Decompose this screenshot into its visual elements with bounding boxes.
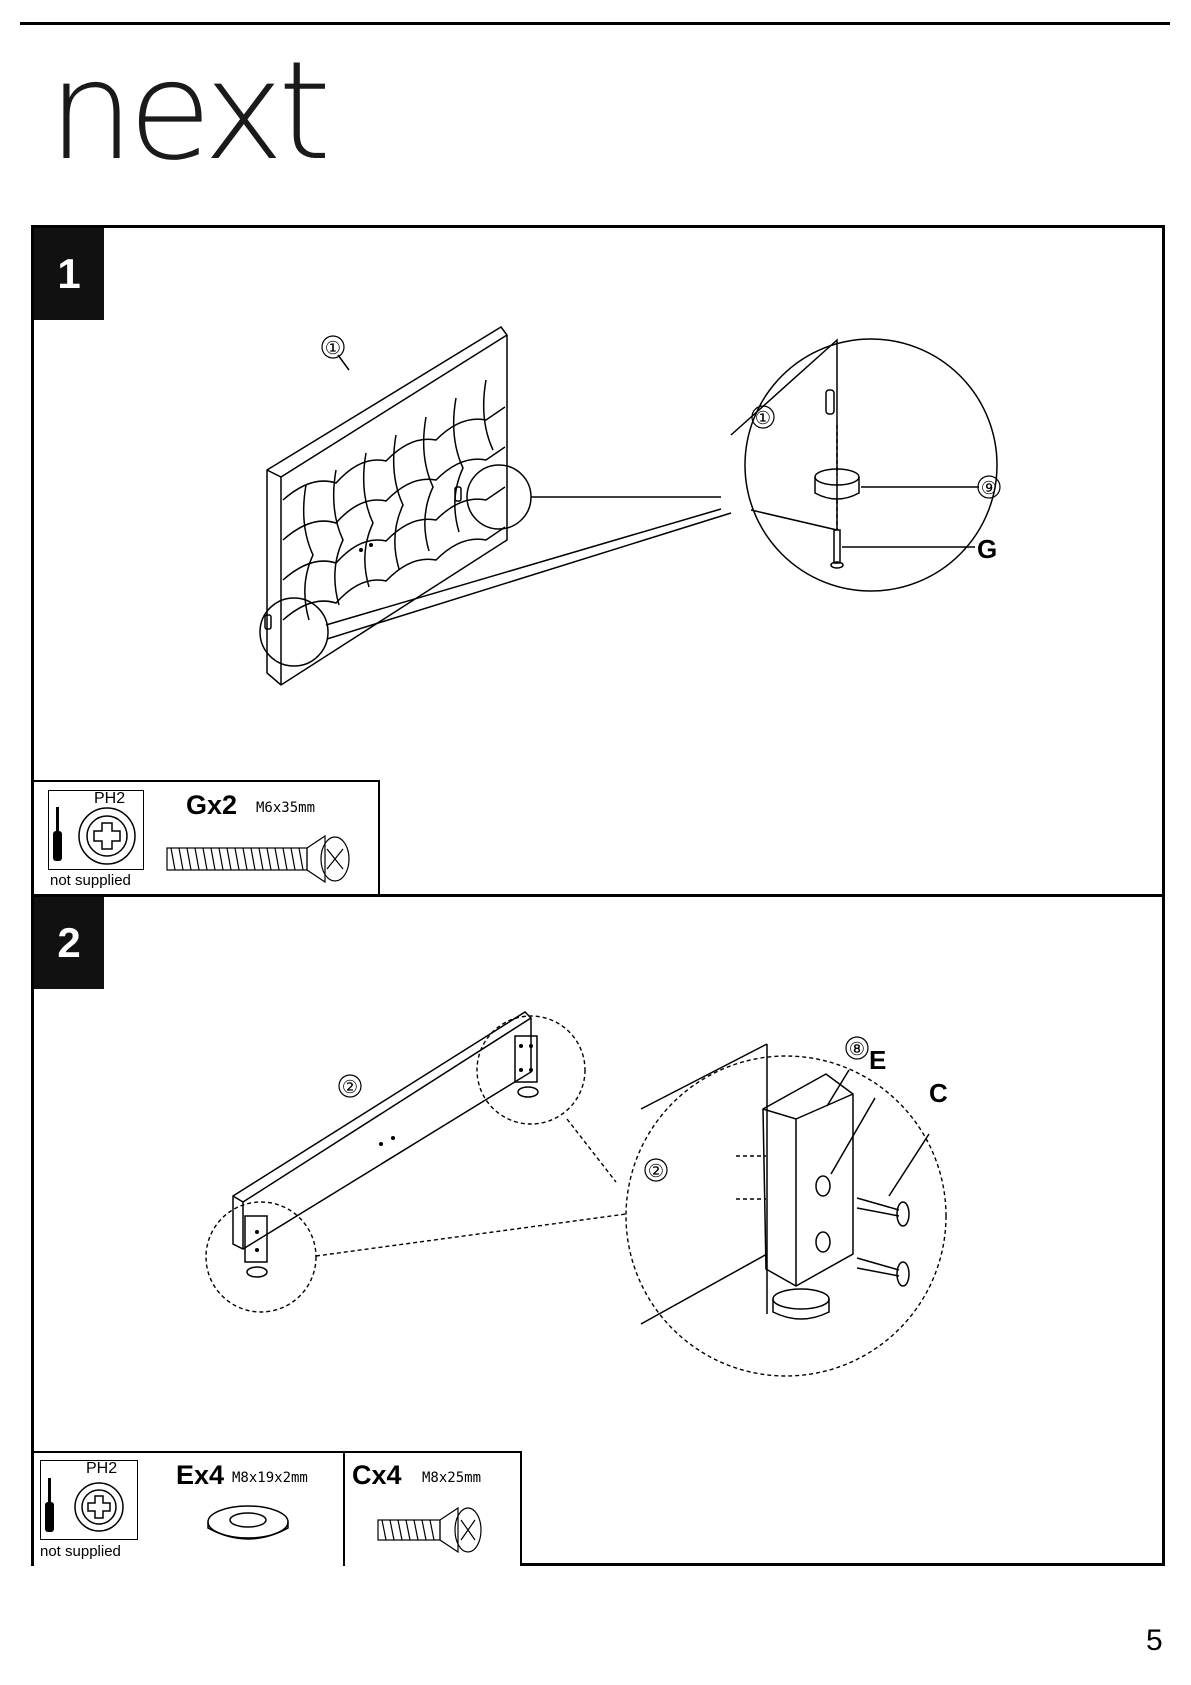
- callout-bracket: ⑧: [849, 1039, 865, 1059]
- step-2-part-c-spec: M8x25mm: [422, 1470, 481, 1486]
- bolt-g-icon: [165, 834, 351, 886]
- callout-headboard: ①: [325, 338, 341, 358]
- step-2-parts-divider: [343, 1451, 345, 1566]
- step-2-part-c-qty: Cx4: [352, 1460, 402, 1491]
- callout-headboard-detail: ①: [755, 408, 771, 428]
- bracket-icon: [763, 1074, 853, 1286]
- detail-circle-right: [467, 465, 531, 529]
- detail-circle-left: [260, 598, 328, 666]
- brand-logo: next: [48, 44, 308, 174]
- callout-rail-detail: ②: [648, 1161, 664, 1181]
- step-2-part-e-spec: M8x19x2mm: [232, 1470, 308, 1486]
- bolt-c-icon: [376, 1506, 486, 1556]
- callout-screw-g: G: [977, 534, 997, 564]
- brand-logo-text: next: [48, 44, 308, 180]
- detail-circle-large: [745, 339, 997, 591]
- callout-foot-pad: ⑨: [981, 478, 997, 498]
- step-1-part-g-spec: M6x35mm: [256, 800, 315, 816]
- callout-bolt-c: C: [929, 1078, 948, 1108]
- callout-rail: ②: [342, 1077, 358, 1097]
- washer-e-icon: [200, 1500, 296, 1550]
- step-2-part-e-qty: Ex4: [176, 1460, 224, 1491]
- page-number: 5: [1146, 1624, 1163, 1658]
- step-2-tool-note: not supplied: [40, 1543, 121, 1560]
- callout-washer-e: E: [869, 1045, 886, 1075]
- step-1-part-g-qty: Gx2: [186, 790, 237, 821]
- screwdriver-icon: [52, 805, 142, 867]
- screwdriver-icon: [44, 1476, 134, 1538]
- rail-outline: [233, 1012, 531, 1249]
- step-1-tool-note: not supplied: [50, 872, 131, 889]
- detail-circle-left: [206, 1202, 316, 1312]
- header-rule: [20, 22, 1170, 25]
